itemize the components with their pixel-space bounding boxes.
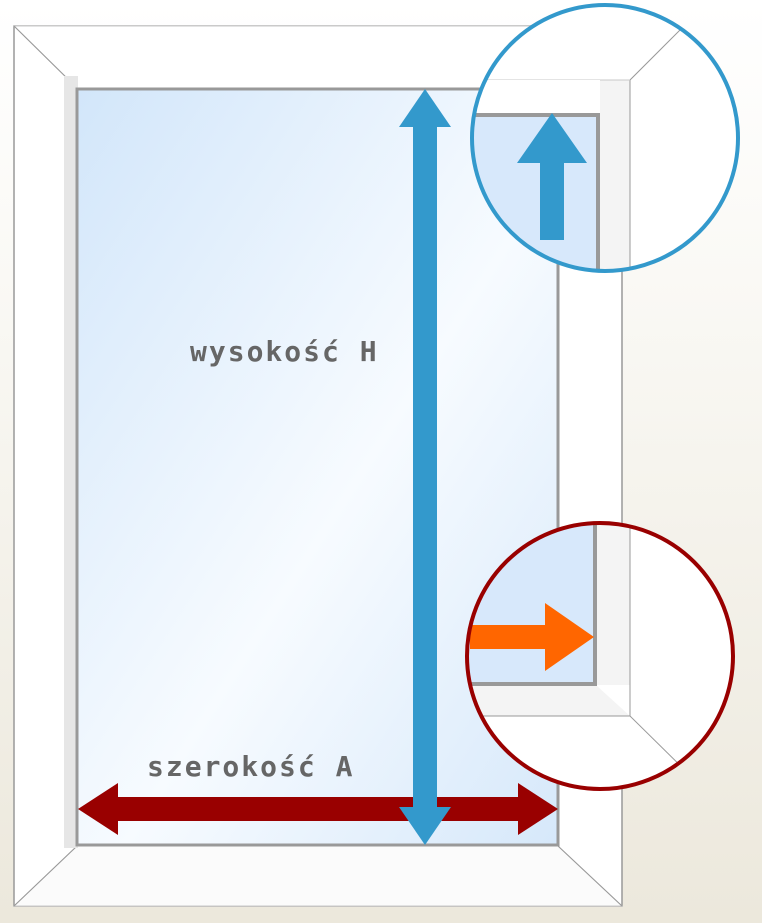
width-arrow xyxy=(78,783,558,835)
height-arrow xyxy=(399,89,451,845)
bottom-detail-magnifier xyxy=(465,521,735,791)
height-label: wysokość H xyxy=(190,335,379,368)
top-detail-magnifier xyxy=(470,3,740,273)
top-detail-arrow xyxy=(517,113,587,240)
width-label: szerokość A xyxy=(147,750,354,783)
glass-pane xyxy=(75,87,560,847)
bottom-detail-arrow xyxy=(470,603,594,671)
